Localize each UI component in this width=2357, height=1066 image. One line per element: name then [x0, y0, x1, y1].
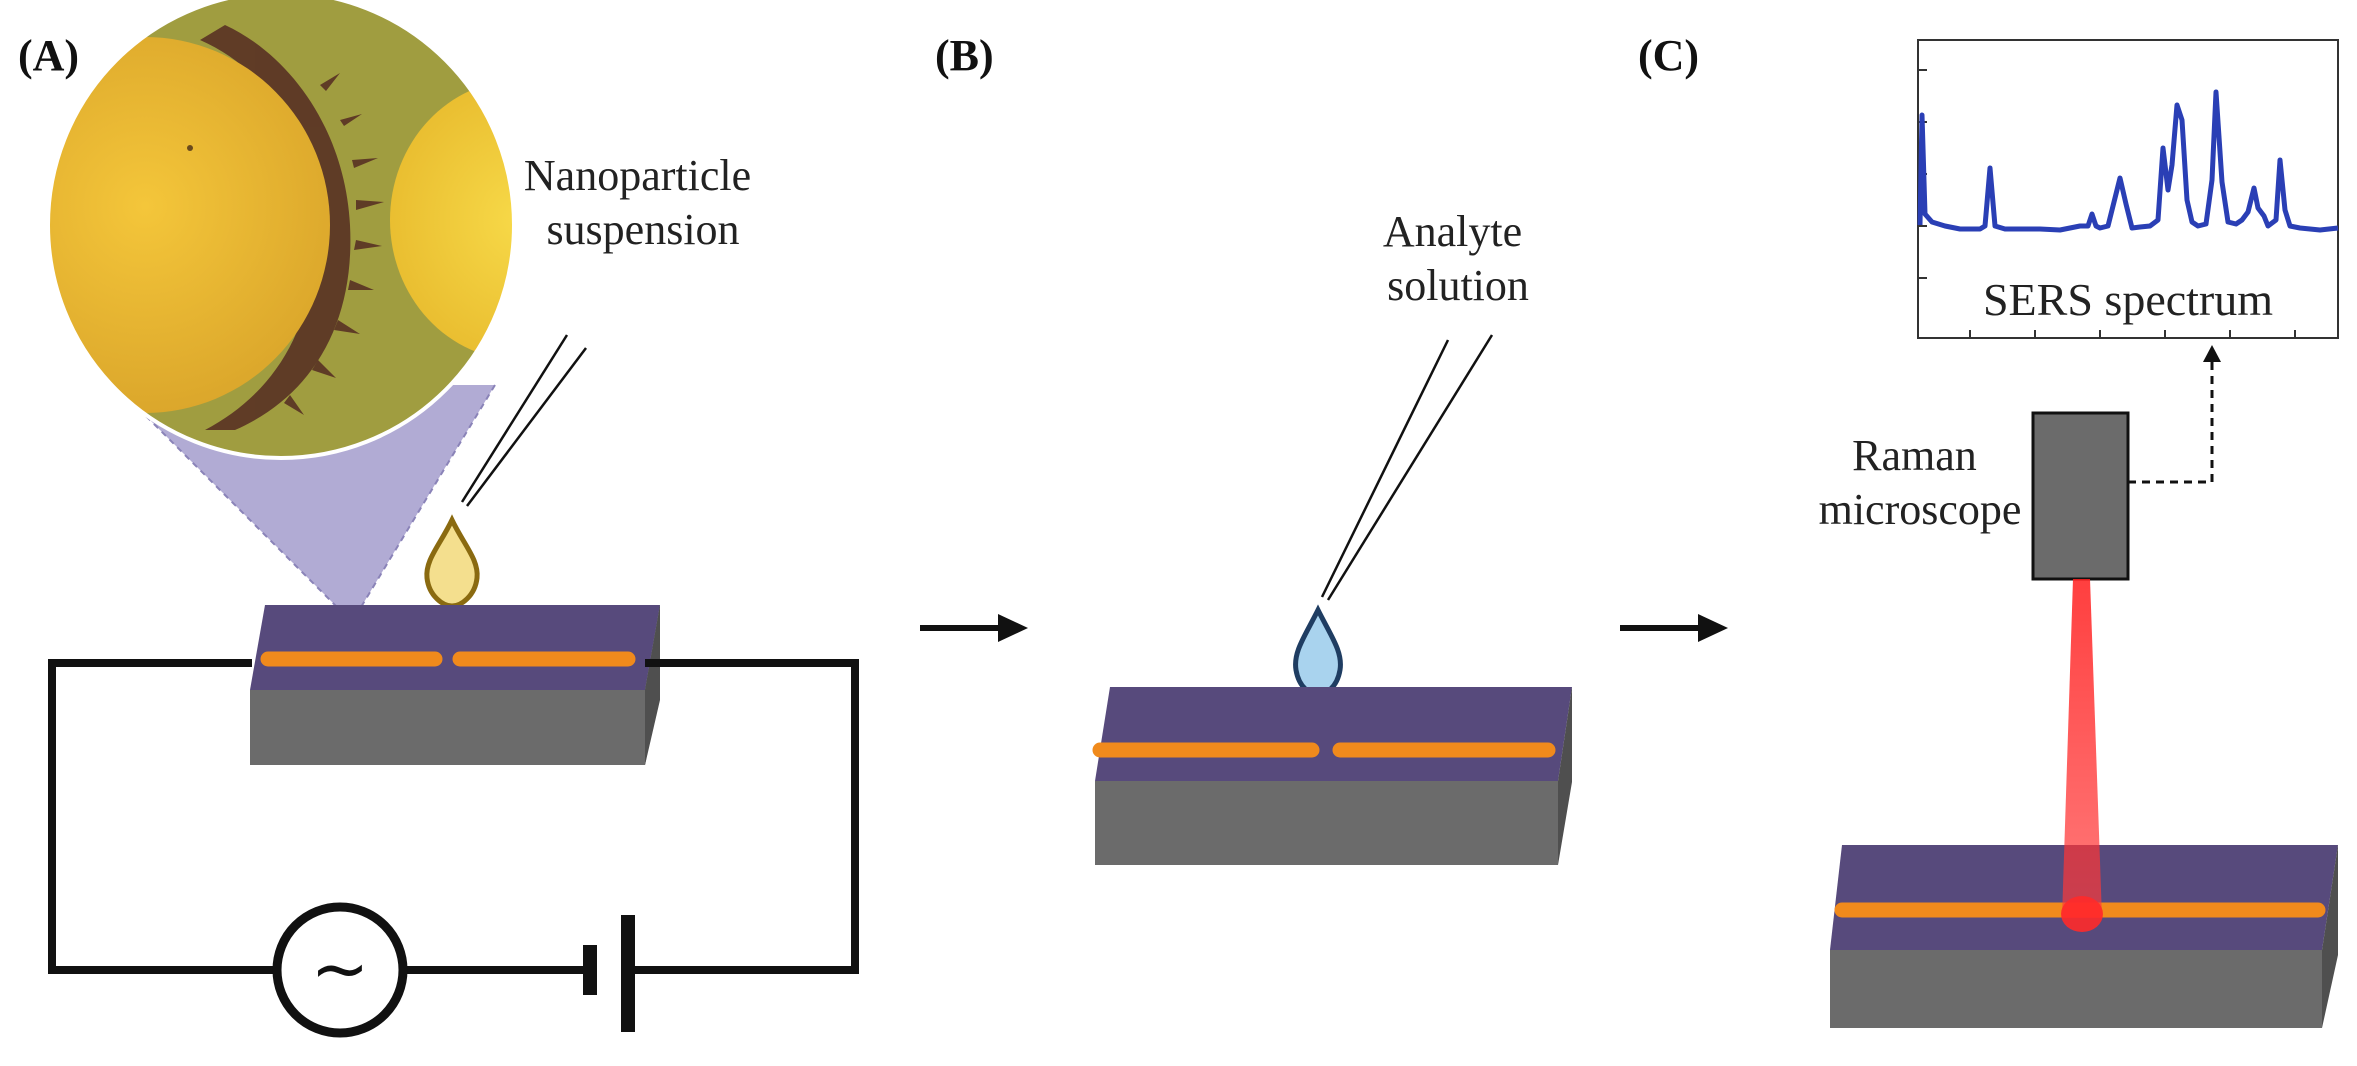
analyte-callout-line2: solution	[1387, 261, 1529, 310]
laser-spot	[2061, 896, 2103, 932]
raman-microscope-label-line2: microscope	[1819, 485, 2022, 534]
nanoparticle-droplet	[424, 514, 480, 609]
arrow-b-to-c	[1620, 614, 1728, 642]
panel-b-label: (B)	[935, 31, 994, 80]
ac-source-symbol: ~	[311, 928, 370, 1010]
sers-spectrum-title: SERS spectrum	[1983, 274, 2273, 325]
panel-c-label: (C)	[1638, 31, 1699, 80]
arrow-a-to-b	[920, 614, 1028, 642]
raman-microscope	[2031, 411, 2130, 581]
callout-cone-edge-left	[114, 384, 353, 623]
signal-connector	[2128, 345, 2221, 484]
analyte-callout-line1: Analyte	[1383, 207, 1522, 256]
dendrite-band	[200, 25, 384, 430]
circuit	[48, 659, 859, 1032]
substrate-b	[1092, 687, 1572, 865]
spectrum-box: SERS spectrum	[1917, 39, 2339, 339]
nanoparticle-callout-line2: suspension	[546, 205, 739, 254]
pipette-b	[1320, 334, 1494, 601]
callout-cone-edge-right	[351, 384, 496, 623]
gold-electrode-right	[390, 80, 514, 360]
panel-b: (B) Analyte solution	[935, 31, 1572, 865]
panel-a: (A) Nanoparticle suspension	[18, 0, 859, 1038]
sers-spectrum-line	[1917, 89, 2339, 233]
substrate-a	[250, 605, 660, 765]
pipette-a	[460, 334, 587, 507]
analyte-callout: Analyte solution	[1383, 207, 1533, 310]
nanoparticle-callout: Nanoparticle suspension	[524, 151, 762, 254]
ac-source	[272, 902, 408, 1038]
laser-beam	[2062, 579, 2102, 918]
raman-microscope-label: Raman microscope	[1819, 431, 2022, 534]
panel-a-label: (A)	[18, 31, 79, 80]
analyte-droplet	[1293, 604, 1343, 698]
panel-c: (C) SERS spectrum Raman	[1638, 31, 2339, 1028]
raman-microscope-label-line1: Raman	[1852, 431, 1977, 480]
micrograph-border	[46, 0, 516, 460]
nanoparticle-callout-line1: Nanoparticle	[524, 151, 751, 200]
